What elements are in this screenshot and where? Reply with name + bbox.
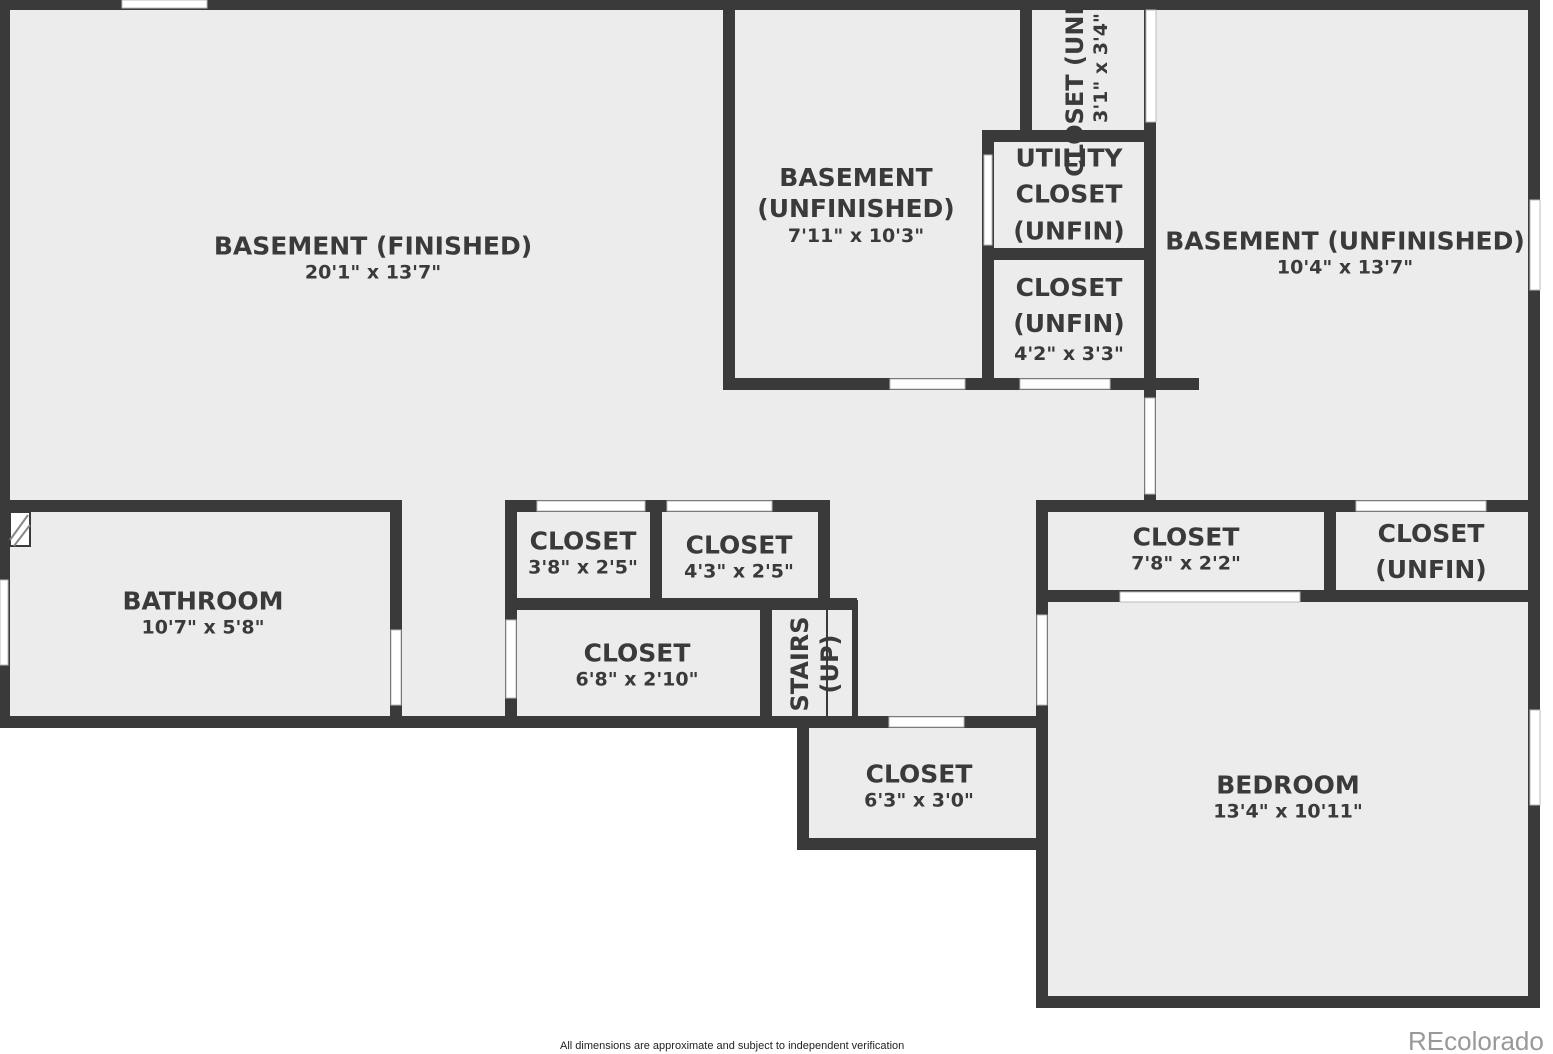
- door-opening: [1529, 709, 1541, 806]
- door-opening: [390, 629, 402, 706]
- room-basement-unfinished-2: BASEMENT (UNFINISHED)10'4" x 13'7": [1165, 226, 1525, 281]
- room-dims: 7'11" x 10'3": [787, 224, 925, 247]
- room-dims: 13'4" x 10'11": [1213, 800, 1363, 823]
- door-opening: [1019, 378, 1111, 390]
- wall: [1324, 500, 1336, 600]
- room-name: BATHROOM: [122, 586, 284, 616]
- door-opening: [1145, 9, 1157, 123]
- wall: [797, 716, 809, 850]
- door-opening: [505, 619, 517, 699]
- door-opening: [0, 579, 9, 666]
- room-name: CLOSET (UNFIN): [1375, 518, 1487, 584]
- room-name: CLOSET: [685, 530, 793, 560]
- wall: [0, 0, 10, 728]
- wall: [650, 500, 662, 610]
- room-name: CLOSET: [583, 638, 691, 668]
- wall: [797, 838, 1047, 850]
- watermark-logo: REcolorado: [1408, 1026, 1544, 1054]
- room-dims: 6'3" x 3'0": [864, 789, 974, 812]
- room-dims: 3'8" x 2'5": [528, 556, 638, 579]
- hatch-icon: [9, 511, 31, 547]
- room-closet-utility-below: CLOSET (UNFIN) 4'2" x 3'3": [999, 270, 1139, 366]
- wall: [1020, 0, 1032, 130]
- room-dims: 4'3" x 2'5": [684, 560, 794, 583]
- door-opening: [1144, 397, 1156, 495]
- door-opening: [536, 500, 646, 512]
- room-name: BASEMENT (UNFINISHED): [757, 162, 955, 224]
- disclaimer: All dimensions are approximate and subje…: [560, 1040, 905, 1052]
- room-name: STAIRS (UP): [786, 616, 844, 712]
- door-opening: [888, 716, 965, 728]
- wall: [826, 610, 828, 720]
- wall: [982, 248, 1156, 260]
- door-opening: [1355, 500, 1487, 512]
- room-dims: 20'1" x 13'7": [304, 261, 442, 284]
- stairs-up: STAIRS (UP): [785, 609, 845, 719]
- room-name: BEDROOM: [1216, 770, 1360, 800]
- wall: [1036, 500, 1048, 1008]
- room-basement-finished: BASEMENT (FINISHED)20'1" x 13'7": [214, 231, 532, 286]
- room-name: CLOSET (UNFIN): [1013, 272, 1125, 339]
- room-dims: 4'2" x 3'3": [1014, 342, 1124, 365]
- wall: [772, 716, 858, 720]
- wall: [852, 600, 858, 728]
- room-name: CLOSET: [529, 526, 637, 556]
- wall: [505, 598, 857, 610]
- door-opening: [1119, 591, 1301, 603]
- door-opening: [983, 154, 993, 246]
- room-dims: 10'7" x 5'8": [141, 616, 265, 639]
- wall: [723, 0, 735, 390]
- wall: [0, 500, 402, 512]
- room-utility-closet: UTILITY CLOSET (UNFIN): [999, 141, 1139, 250]
- wall: [0, 0, 1540, 10]
- room-name: UTILITY CLOSET (UNFIN): [1013, 143, 1125, 246]
- wall: [982, 130, 1156, 142]
- room-dims: 7'8" x 2'2": [1131, 552, 1241, 575]
- room-dims: 6'8" x 2'10": [575, 668, 699, 691]
- wall: [818, 500, 830, 610]
- room-name: CLOSET: [1132, 522, 1240, 552]
- door-opening: [666, 500, 773, 512]
- room-name: BASEMENT (UNFINISHED): [1165, 226, 1525, 256]
- room-name: BASEMENT (FINISHED): [213, 231, 533, 261]
- doors-windows: [0, 0, 1541, 806]
- door-opening: [1036, 614, 1048, 706]
- room-closet-f: CLOSET (UNFIN): [1356, 516, 1506, 589]
- door-opening: [889, 378, 966, 390]
- room-dims: 10'4" x 13'7": [1276, 256, 1414, 279]
- door-opening: [1529, 199, 1541, 291]
- wall: [760, 610, 772, 720]
- door-opening: [121, 0, 208, 9]
- wall: [1036, 996, 1540, 1008]
- room-name: CLOSET: [865, 759, 973, 789]
- room-basement-unfinished-1: BASEMENT (UNFINISHED)7'11" x 10'3": [756, 162, 956, 248]
